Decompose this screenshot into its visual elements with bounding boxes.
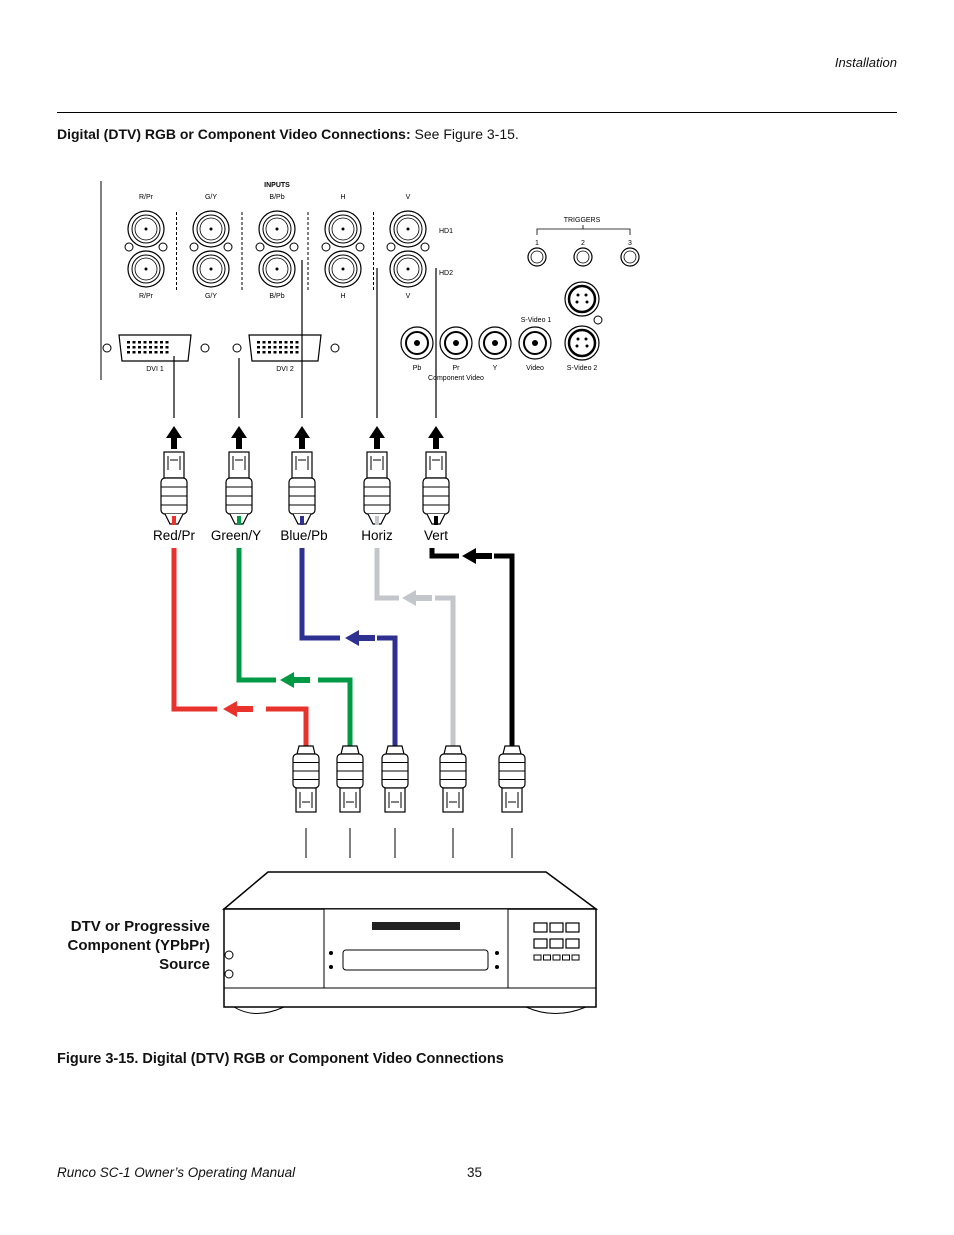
trigger-number: 3 [628, 240, 632, 247]
footer-page-number: 35 [467, 1165, 483, 1180]
bnc-bottom-label: R/Pr [139, 293, 154, 300]
cable-label: Red/Pr [153, 528, 196, 543]
component-rca-inputs: Pb Pr Y Video [400, 326, 552, 372]
cable-label: Vert [424, 528, 448, 543]
cable-label: Green/Y [211, 528, 261, 543]
footer-manual-title: Runco SC-1 Owner’s Operating Manual [57, 1165, 296, 1180]
component-video-label: Component Video [428, 375, 484, 382]
rca-label: Y [493, 365, 498, 372]
cables: Red/Pr Green/Y Blue/Pb Horiz Vert [153, 260, 526, 858]
bnc-bottom-label: G/Y [205, 293, 217, 300]
bnc-plug-icon [381, 745, 409, 813]
bnc-plug-icon [336, 745, 364, 813]
bnc-connector-icon [324, 210, 362, 248]
source-label-line-2: Component (YPbPr) [67, 937, 211, 954]
figure-caption: Figure 3-15. Digital (DTV) RGB or Compon… [57, 1051, 504, 1067]
rca-label: Pb [413, 365, 422, 372]
device-button-icon [533, 938, 548, 949]
source-device-icon [221, 871, 599, 1014]
cable-label: Horiz [361, 528, 393, 543]
device-small-button-icon [552, 954, 561, 961]
dvi-label: DVI 1 [146, 366, 164, 373]
dvi-connector-icon [232, 334, 340, 362]
bnc-top-label: H [340, 194, 345, 201]
bnc-plug-icon [288, 451, 316, 525]
bnc-connector-icon [324, 250, 362, 288]
device-button-icon [565, 922, 580, 933]
bnc-plug-icon [160, 451, 188, 525]
bnc-plug-icon [292, 745, 320, 813]
intro-paragraph: Digital (DTV) RGB or Component Video Con… [57, 126, 519, 142]
bnc-connector-icon [389, 210, 427, 248]
hd2-label: HD2 [439, 270, 453, 277]
device-small-button-icon [571, 954, 580, 961]
bnc-connector-icon [192, 210, 230, 248]
device-small-button-icon [562, 954, 570, 961]
bnc-plug-icon [498, 745, 526, 813]
triggers-label: TRIGGERS [564, 217, 601, 224]
intro-heading: Digital (DTV) RGB or Component Video Con… [57, 126, 411, 142]
source-label-line-3: Source [159, 956, 210, 973]
bnc-plug-icon [422, 451, 450, 525]
device-small-button-icon [533, 954, 542, 961]
device-small-button-icon [543, 954, 551, 961]
bnc-connector-icon [127, 210, 165, 248]
device-button-icon [549, 922, 564, 933]
device-button-icon [549, 938, 564, 949]
rca-label: Pr [453, 365, 461, 372]
bnc-top-label: G/Y [205, 194, 217, 201]
bnc-top-label: R/Pr [139, 194, 154, 201]
bnc-bottom-label: B/Pb [269, 293, 284, 300]
svideo-2-label: S-Video 2 [567, 365, 598, 372]
bnc-connector-icon [258, 250, 296, 288]
trigger-number: 2 [581, 240, 585, 247]
device-button-icon [533, 922, 548, 933]
dvi-label: DVI 2 [276, 366, 294, 373]
triggers-block: TRIGGERS 1 2 3 [527, 217, 640, 267]
rca-label: Video [526, 365, 544, 372]
bnc-connector-icon [258, 210, 296, 248]
header-rule [57, 112, 897, 113]
bnc-bottom-label: V [406, 293, 411, 300]
header-section-title: Installation [834, 55, 897, 70]
bnc-plug-icon [225, 451, 253, 525]
dvi-connector-icon [102, 334, 210, 362]
bnc-top-label: B/Pb [269, 194, 284, 201]
inputs-label: INPUTS [264, 182, 290, 189]
source-label-line-1: DTV or Progressive [70, 918, 210, 935]
svideo-1-label: S-Video 1 [521, 317, 552, 324]
hd1-label: HD1 [439, 228, 453, 235]
bnc-bottom-label: H [340, 293, 345, 300]
dvi-inputs: DVI 1 DVI 2 [102, 334, 340, 373]
intro-reference: See Figure 3-15. [410, 126, 519, 142]
bnc-top-label: V [406, 194, 411, 201]
trigger-number: 1 [535, 240, 539, 247]
projector-rear-panel: INPUTS R/PrR/PrG/YG/YB/PbB/PbHHVVHD1HD2 … [100, 181, 640, 382]
bnc-connector-icon [192, 250, 230, 288]
cable-label: Blue/Pb [280, 528, 327, 543]
device-button-icon [565, 938, 580, 949]
svideo-inputs: S-Video 1 S-Video 2 [521, 281, 603, 372]
bnc-connector-icon [127, 250, 165, 288]
bnc-connector-icon [389, 250, 427, 288]
bnc-plug-icon [363, 451, 391, 525]
bnc-plug-icon [439, 745, 467, 813]
